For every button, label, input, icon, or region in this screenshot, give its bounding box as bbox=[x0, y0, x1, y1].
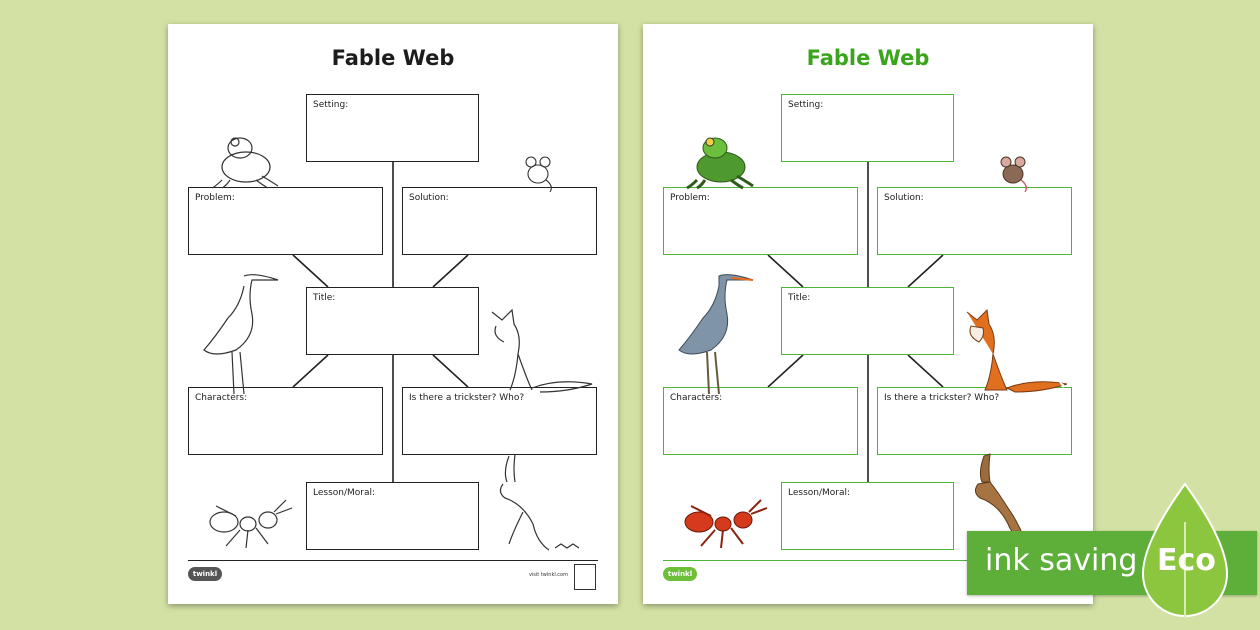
heron-illustration bbox=[203, 274, 279, 395]
fox-illustration bbox=[966, 308, 1068, 393]
worksheet-title: Fable Web bbox=[806, 46, 930, 70]
lesson-box[interactable]: Lesson/Moral: bbox=[781, 482, 954, 550]
twinkl-logo: twinkl bbox=[663, 567, 697, 581]
frog-illustration bbox=[211, 137, 279, 189]
title-label: Title: bbox=[313, 293, 336, 303]
solution-box[interactable]: Solution: bbox=[877, 187, 1072, 255]
problem-box[interactable]: Problem: bbox=[663, 187, 858, 255]
worksheet-preview-standard: Fable Web Setting: Problem: Solution: Ti… bbox=[168, 24, 618, 604]
footer-rule bbox=[663, 560, 1073, 561]
solution-label: Solution: bbox=[409, 193, 449, 203]
worksheet-title: Fable Web bbox=[331, 46, 455, 70]
fox-illustration bbox=[491, 308, 593, 393]
setting-label: Setting: bbox=[788, 100, 824, 110]
quality-badge-icon bbox=[574, 564, 596, 590]
eco-leaf-drop-icon bbox=[1141, 482, 1229, 618]
mouse-illustration bbox=[1000, 156, 1028, 192]
lesson-label: Lesson/Moral: bbox=[788, 488, 851, 498]
visit-text: visit twinkl.com bbox=[528, 572, 568, 578]
characters-box[interactable]: Characters: bbox=[663, 387, 858, 455]
characters-label: Characters: bbox=[195, 393, 248, 403]
lesson-box[interactable]: Lesson/Moral: bbox=[306, 482, 479, 550]
setting-label: Setting: bbox=[313, 100, 349, 110]
solution-label: Solution: bbox=[884, 193, 924, 203]
heron-illustration bbox=[678, 274, 754, 395]
worksheet-preview-color: Fable Web Setting: Problem: Solution: Ti… bbox=[643, 24, 1093, 604]
trickster-label: Is there a trickster? Who? bbox=[884, 393, 1000, 403]
trickster-box[interactable]: Is there a trickster? Who? bbox=[402, 387, 597, 455]
frog-illustration bbox=[686, 137, 754, 190]
hare-illustration bbox=[974, 453, 1025, 539]
ant-illustration bbox=[684, 499, 768, 549]
trickster-box[interactable]: Is there a trickster? Who? bbox=[877, 387, 1072, 455]
trickster-label: Is there a trickster? Who? bbox=[409, 393, 525, 403]
problem-label: Problem: bbox=[195, 193, 235, 203]
setting-box[interactable]: Setting: bbox=[781, 94, 954, 162]
characters-box[interactable]: Characters: bbox=[188, 387, 383, 455]
problem-label: Problem: bbox=[670, 193, 710, 203]
eco-text: Eco bbox=[1157, 543, 1216, 578]
twinkl-logo: twinkl bbox=[188, 567, 222, 581]
footer-rule bbox=[188, 560, 598, 561]
setting-box[interactable]: Setting: bbox=[306, 94, 479, 162]
title-label: Title: bbox=[788, 293, 811, 303]
hare-illustration bbox=[499, 453, 580, 551]
problem-box[interactable]: Problem: bbox=[188, 187, 383, 255]
characters-label: Characters: bbox=[670, 393, 723, 403]
title-box[interactable]: Title: bbox=[306, 287, 479, 355]
mouse-illustration bbox=[525, 156, 552, 192]
solution-box[interactable]: Solution: bbox=[402, 187, 597, 255]
lesson-label: Lesson/Moral: bbox=[313, 488, 376, 498]
ink-saving-text: ink saving bbox=[985, 543, 1138, 578]
title-box[interactable]: Title: bbox=[781, 287, 954, 355]
ant-illustration bbox=[209, 499, 293, 549]
